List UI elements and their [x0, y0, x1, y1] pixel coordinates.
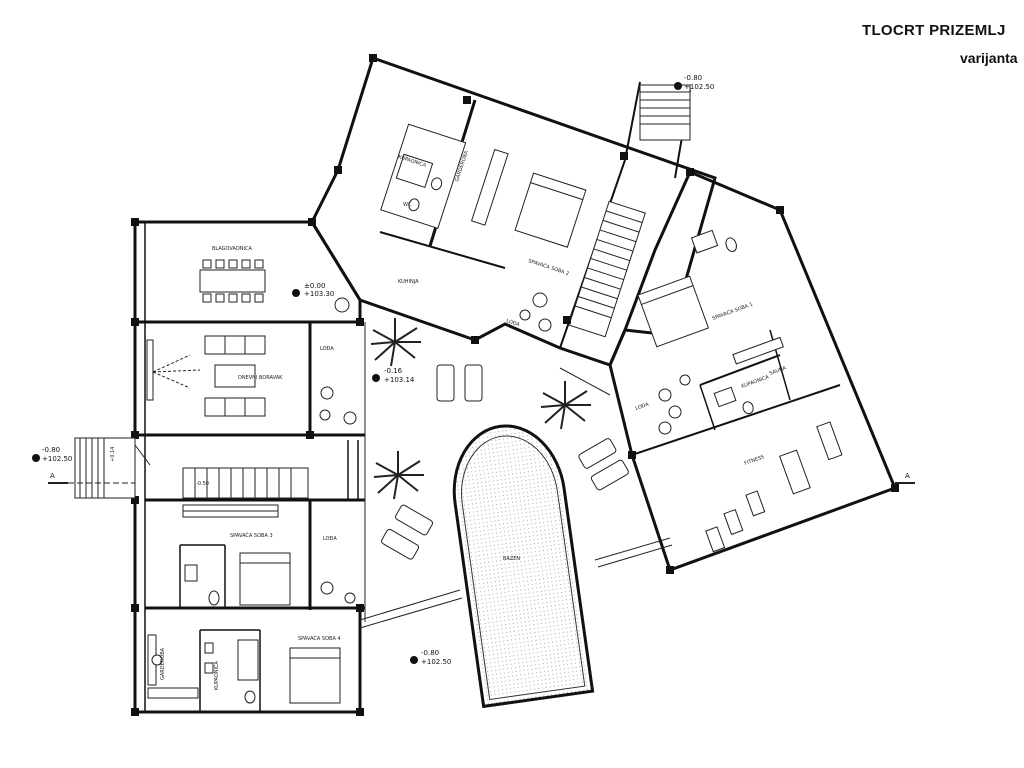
section-mark-right: A: [895, 472, 915, 484]
svg-text:+103.30: +103.30: [304, 290, 334, 298]
room-label: LOĐA: [323, 536, 337, 542]
stair-label: +0.14: [110, 447, 116, 462]
svg-text:-0.80: -0.80: [42, 446, 60, 454]
room-label: DNEVNI BORAVAK: [238, 375, 283, 381]
right-wing: [608, 168, 899, 574]
svg-text:-0.80: -0.80: [421, 649, 439, 657]
terrace: [347, 318, 673, 629]
room-label: LOĐA: [320, 346, 334, 352]
room-label: GARDEROBA: [160, 647, 166, 680]
room-label: KUPAONICA: [214, 661, 220, 690]
plan-variant-label: varijanta: [960, 50, 1018, 66]
room-label: LOĐA: [635, 401, 651, 412]
svg-text:A: A: [905, 472, 910, 480]
room-label: FITNESS: [744, 454, 765, 467]
palm-tree-icon: [370, 318, 421, 367]
svg-text:-0.16: -0.16: [384, 367, 403, 375]
svg-text:-0.80: -0.80: [684, 74, 702, 82]
room-label: SPAVAĆA SOBA 4: [298, 635, 341, 642]
central-wing: [308, 54, 717, 367]
svg-text:+103.14: +103.14: [384, 376, 415, 384]
room-label: SPAVAĆA SOBA 1: [711, 301, 753, 322]
left-wing: [131, 218, 365, 716]
palm-tree-icon: [373, 451, 424, 500]
svg-text:+102.50: +102.50: [421, 658, 451, 666]
stair-label: -0.50: [196, 481, 209, 487]
room-label: KUPAONICA: [741, 374, 771, 390]
room-label: WC: [403, 202, 412, 208]
level-marker-garden: -0.80 +102.50: [410, 649, 451, 666]
room-label: SPAVAĆA SOBA 3: [230, 532, 273, 539]
entrance-steps: [50, 437, 151, 499]
room-label: BAZEN: [503, 556, 520, 562]
level-marker-stair-top: -0.80 +102.50: [674, 74, 714, 91]
room-label: BLAGOVAONICA: [212, 246, 252, 252]
room-label: KUHINJA: [398, 279, 419, 285]
room-label: SAUNA: [769, 365, 788, 377]
level-marker-entrance: -0.80 +102.50: [32, 446, 72, 463]
svg-text:+102.50: +102.50: [42, 455, 72, 463]
swimming-pool: [452, 424, 595, 709]
svg-text:±0.00: ±0.00: [304, 282, 325, 290]
level-marker-terrace: -0.16 +103.14: [372, 367, 415, 384]
interior-staircase: [182, 467, 309, 499]
room-label: SPAVAĆA SOBA 2: [527, 257, 570, 277]
svg-text:+102.50: +102.50: [684, 83, 714, 91]
svg-text:A: A: [50, 472, 55, 480]
room-label: LOĐA: [505, 318, 520, 328]
section-mark-left: A: [48, 472, 68, 484]
palm-tree-icon: [540, 381, 591, 430]
plan-title: TLOCRT PRIZEMLJ: [862, 22, 1006, 39]
level-marker-dining: ±0.00 +103.30: [292, 282, 334, 298]
